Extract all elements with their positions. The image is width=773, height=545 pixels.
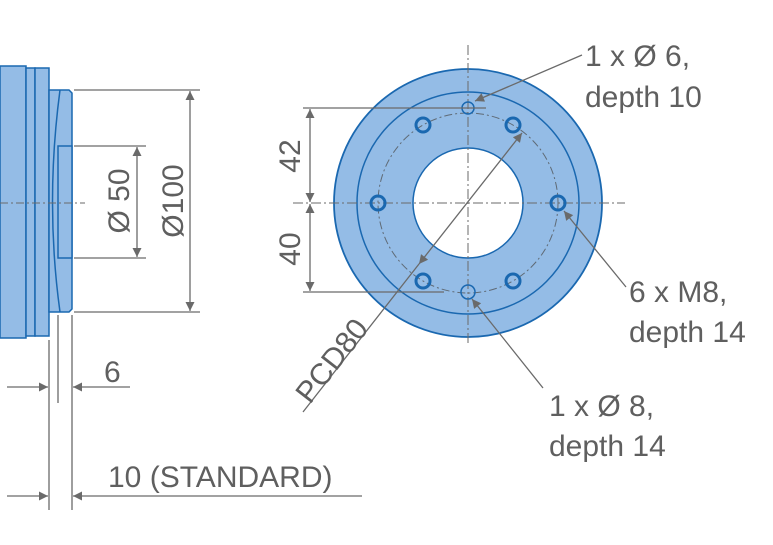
dim-pcd-label: PCD80 bbox=[290, 313, 376, 410]
front-view: 42 40 PCD80 1 x Ø 6, depth 10 6 x M8, de… bbox=[274, 40, 746, 463]
dim-outer-diameter-label: Ø100 bbox=[157, 164, 190, 237]
callout-leaders bbox=[471, 54, 627, 389]
callout-threaded-holes-line2: depth 14 bbox=[629, 316, 746, 349]
side-extension-lines bbox=[48, 315, 73, 510]
dim-inner-diameter bbox=[74, 145, 146, 259]
dim-thickness-standard-label: 10 (STANDARD) bbox=[108, 461, 332, 494]
side-view: Ø100 Ø 50 6 10 (STANDARD) bbox=[0, 65, 362, 510]
dim-top-offset-label: 42 bbox=[274, 139, 307, 172]
callout-threaded-holes-line1: 6 x M8, bbox=[629, 276, 727, 309]
bottom-pin-hole bbox=[460, 284, 476, 300]
callout-bottom-hole-line2: depth 14 bbox=[549, 430, 666, 463]
dim-outer-diameter bbox=[74, 89, 200, 313]
callout-bottom-hole-line1: 1 x Ø 8, bbox=[549, 390, 654, 423]
callout-top-hole-line1: 1 x Ø 6, bbox=[585, 40, 690, 73]
threaded-holes bbox=[369, 116, 567, 290]
dim-thickness-small-label: 6 bbox=[104, 356, 121, 389]
side-view-body bbox=[0, 65, 73, 339]
callout-top-hole-line2: depth 10 bbox=[585, 81, 702, 114]
dim-pcd bbox=[302, 132, 523, 413]
dim-inner-diameter-label: Ø 50 bbox=[103, 168, 136, 233]
dim-offsets bbox=[303, 107, 486, 293]
dim-bottom-offset-label: 40 bbox=[274, 232, 307, 265]
